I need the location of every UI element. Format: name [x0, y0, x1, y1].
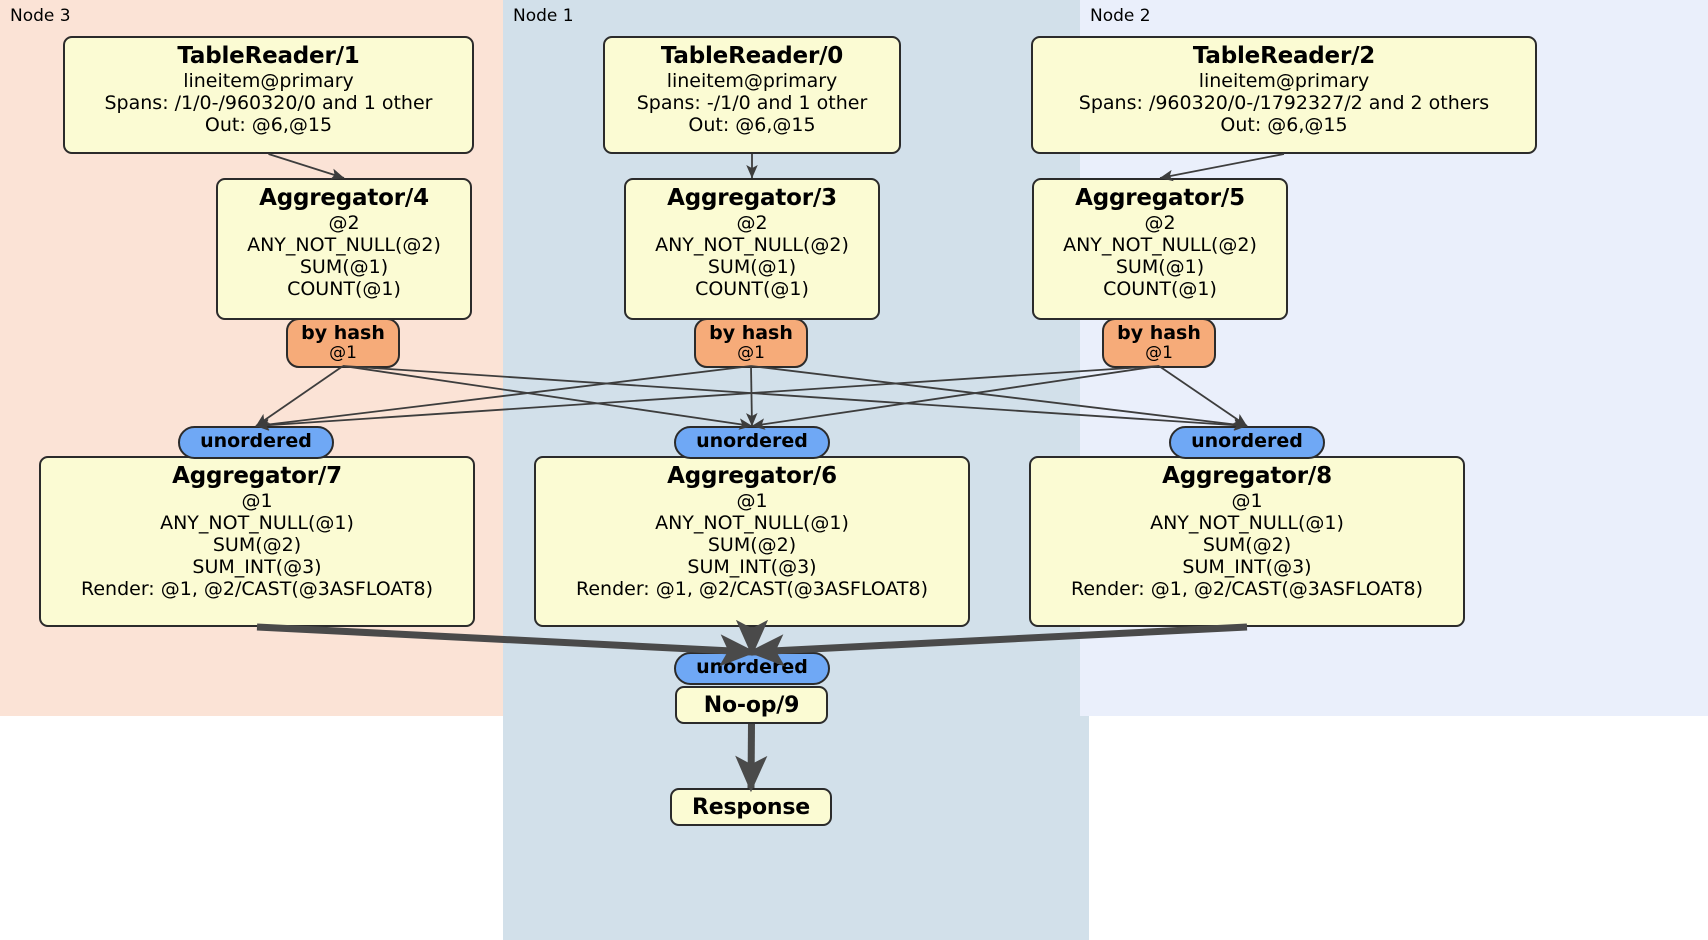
processor-title: TableReader/1 — [177, 43, 360, 69]
hash-router-title: by hash — [709, 322, 793, 344]
processor-detail-line: ANY_NOT_NULL(@2) — [247, 233, 441, 256]
processor-response[interactable]: Response — [670, 788, 832, 826]
processor-detail-line: Out: @6,@15 — [1220, 113, 1348, 136]
processor-detail-line: COUNT(@1) — [287, 277, 401, 300]
processor-detail-line: Out: @6,@15 — [688, 113, 816, 136]
synchronizer-sync6[interactable]: unordered — [674, 426, 830, 459]
processor-detail-line: COUNT(@1) — [695, 277, 809, 300]
processor-detail-line: SUM(@2) — [212, 533, 302, 556]
processor-detail-line: SUM_INT(@3) — [687, 555, 817, 578]
processor-title: Aggregator/7 — [172, 463, 342, 489]
hash-router-title: by hash — [301, 322, 385, 344]
processor-detail-line: @1 — [1231, 489, 1263, 512]
processor-title: Aggregator/5 — [1075, 185, 1245, 211]
processor-detail-line: SUM(@1) — [707, 255, 797, 278]
processor-detail-line: Render: @1, @2/CAST(@3ASFLOAT8) — [1071, 577, 1423, 600]
processor-detail-line: @1 — [241, 489, 273, 512]
synchronizer-title: unordered — [200, 430, 312, 452]
hash-router-hash3[interactable]: by hash@1 — [694, 318, 808, 368]
processor-detail-line: @2 — [328, 211, 360, 234]
processor-detail-line: SUM(@2) — [707, 533, 797, 556]
processor-detail-line: Spans: -/1/0 and 1 other — [636, 91, 868, 114]
hash-router-hash4[interactable]: by hash@1 — [286, 318, 400, 368]
processor-detail-line: ANY_NOT_NULL(@1) — [160, 511, 354, 534]
processor-title: Aggregator/3 — [667, 185, 837, 211]
processor-detail-line: ANY_NOT_NULL(@1) — [655, 511, 849, 534]
node-panel-label: Node 1 — [513, 6, 574, 26]
processor-title: TableReader/2 — [1192, 43, 1376, 69]
processor-detail-line: SUM(@1) — [299, 255, 389, 278]
processor-detail-line: @2 — [736, 211, 768, 234]
hash-router-subtitle: @1 — [329, 342, 357, 363]
processor-noop9[interactable]: No-op/9 — [675, 686, 828, 724]
node-panel-label: Node 2 — [1090, 6, 1151, 26]
processor-detail-line: lineitem@primary — [1198, 69, 1370, 92]
processor-title: No-op/9 — [703, 693, 800, 718]
processor-detail-line: Render: @1, @2/CAST(@3ASFLOAT8) — [81, 577, 433, 600]
hash-router-title: by hash — [1117, 322, 1201, 344]
processor-detail-line: @2 — [1144, 211, 1176, 234]
processor-detail-line: ANY_NOT_NULL(@1) — [1150, 511, 1344, 534]
processor-title: Aggregator/6 — [667, 463, 837, 489]
hash-router-subtitle: @1 — [737, 342, 765, 363]
processor-detail-line: COUNT(@1) — [1103, 277, 1217, 300]
processor-detail-line: SUM(@2) — [1202, 533, 1292, 556]
processor-title: Aggregator/4 — [259, 185, 429, 211]
processor-detail-line: Render: @1, @2/CAST(@3ASFLOAT8) — [576, 577, 928, 600]
synchronizer-sync8[interactable]: unordered — [1169, 426, 1325, 459]
processor-detail-line: lineitem@primary — [666, 69, 838, 92]
synchronizer-title: unordered — [696, 656, 808, 678]
processor-detail-line: @1 — [736, 489, 768, 512]
processor-detail-line: Spans: /1/0-/960320/0 and 1 other — [104, 91, 433, 114]
processor-detail-line: Spans: /960320/0-/1792327/2 and 2 others — [1078, 91, 1490, 114]
processor-detail-line: ANY_NOT_NULL(@2) — [1063, 233, 1257, 256]
processor-detail-line: SUM_INT(@3) — [192, 555, 322, 578]
processor-detail-line: ANY_NOT_NULL(@2) — [655, 233, 849, 256]
processor-title: TableReader/0 — [660, 43, 844, 69]
processor-detail-line: SUM_INT(@3) — [1182, 555, 1312, 578]
synchronizer-sync7[interactable]: unordered — [178, 426, 334, 459]
processor-detail-line: Out: @6,@15 — [204, 113, 333, 136]
synchronizer-title: unordered — [1191, 430, 1303, 452]
hash-router-subtitle: @1 — [1145, 342, 1173, 363]
processor-detail-line: lineitem@primary — [183, 69, 354, 92]
processor-title: Aggregator/8 — [1162, 463, 1332, 489]
node-panel-label: Node 3 — [10, 6, 71, 26]
hash-router-hash5[interactable]: by hash@1 — [1102, 318, 1216, 368]
processor-title: Response — [692, 795, 810, 820]
synchronizer-title: unordered — [696, 430, 808, 452]
processor-detail-line: SUM(@1) — [1115, 255, 1205, 278]
synchronizer-sync9[interactable]: unordered — [674, 652, 830, 685]
